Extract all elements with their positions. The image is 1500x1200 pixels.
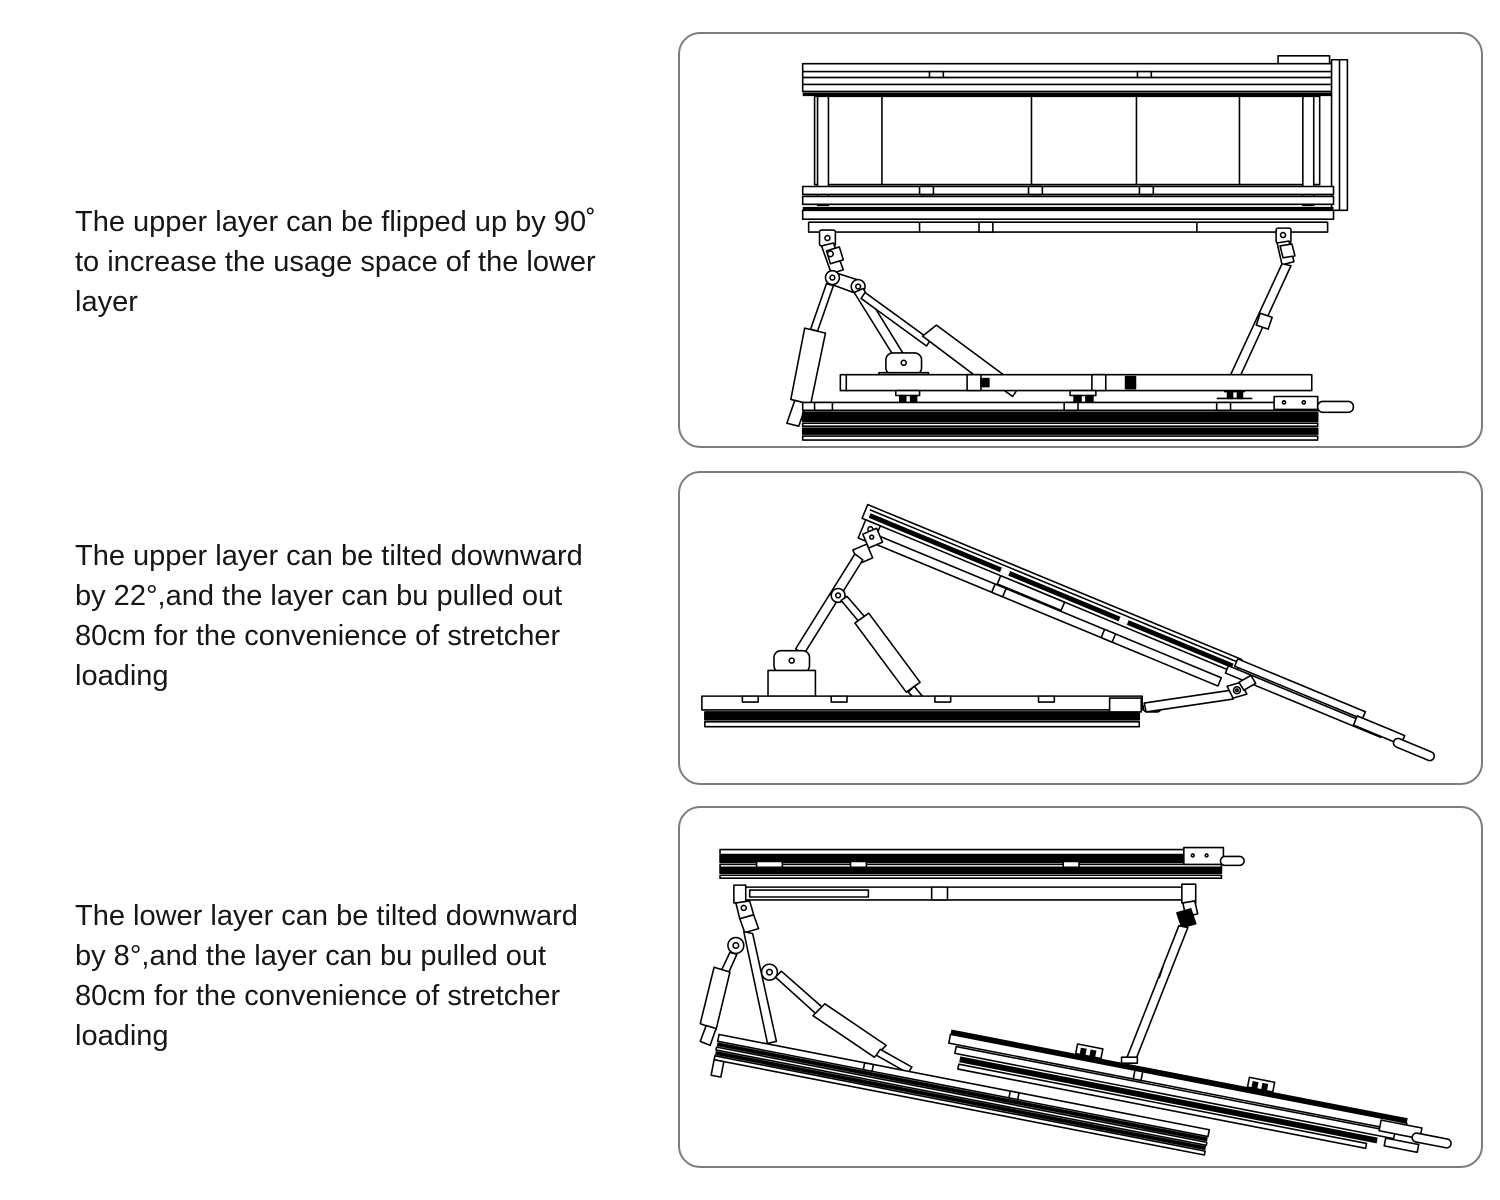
tilt-22-line-drawing [701,503,1436,762]
diagram-panel-flip-90 [678,32,1483,448]
feature-3-line-3: 80cm for the convenience of stretcher [75,980,561,1012]
tilt-8-line-drawing [699,846,1452,1156]
feature-1-line-2: to increase the usage space of the lower [75,246,596,278]
flip-90-line-drawing [786,54,1355,441]
feature-2-line-3: 80cm for the convenience of stretcher [75,620,561,652]
feature-3-line-4: loading [75,1020,169,1052]
diagram-panel-tilt-22 [678,471,1483,785]
feature-3-line-2: by 8°,and the layer can bu pulled out [75,940,547,972]
diagram-panel-tilt-8 [678,806,1483,1168]
feature-text-flip-90: The upper layer can be flipped up by 90˚… [75,202,635,322]
feature-text-tilt-22: The upper layer can be tilted downward b… [75,536,635,696]
feature-2-line-2: by 22°,and the layer can bu pulled out [75,580,563,612]
feature-2-line-1: The upper layer can be tilted downward [75,540,583,572]
feature-1-line-3: layer [75,286,138,318]
feature-2-line-4: loading [75,660,169,692]
feature-3-line-1: The lower layer can be tilted downward [75,900,578,932]
feature-1-line-1: The upper layer can be flipped up by 90˚ [75,206,596,238]
feature-text-tilt-8: The lower layer can be tilted downward b… [75,896,635,1056]
